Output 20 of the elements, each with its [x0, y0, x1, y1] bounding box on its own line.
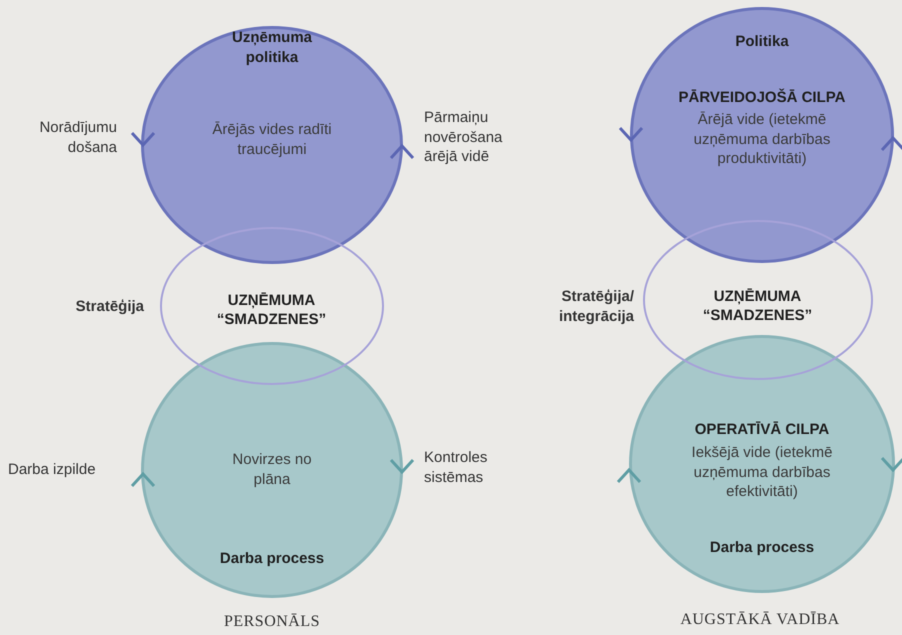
side-label: Darba izpilde	[8, 460, 97, 480]
group-caption: AUGSTĀKĀ VADĪBA	[679, 610, 841, 630]
node-heading: PĀRVEIDOJOŠĀ CILPA	[678, 88, 846, 108]
side-label: Pārmaiņu novērošana ārējā vidē	[424, 108, 504, 166]
node-heading: Darba process	[708, 538, 816, 558]
node-text: Ārējās vides radīti traucējumi	[211, 120, 333, 159]
side-label: Norādījumu došana	[38, 118, 117, 157]
node-heading: UZŅĒMUMA “SMADZENES”	[702, 286, 814, 326]
side-label: Kontroles sistēmas	[424, 448, 488, 487]
node-heading: UZŅĒMUMA “SMADZENES”	[216, 290, 328, 330]
node-text: Ārējā vide (ietekmē uzņēmuma darbības produktivitāti)	[692, 110, 832, 168]
node-heading: Darba process	[218, 549, 326, 568]
node-text: Novirzes no plāna	[231, 450, 313, 489]
group-caption: PERSONĀLS	[222, 612, 322, 632]
node-heading: Uzņēmuma politika	[230, 28, 314, 67]
node-text: Iekšējā vide (ietekmē uzņēmuma darbības efektivitāti)	[690, 443, 834, 502]
node-heading: Politika	[734, 32, 790, 52]
side-label: Stratēģija/ integrācija	[558, 287, 634, 326]
node-heading: OPERATĪVĀ CILPA	[694, 420, 830, 440]
side-label: Stratēģija	[74, 297, 144, 316]
